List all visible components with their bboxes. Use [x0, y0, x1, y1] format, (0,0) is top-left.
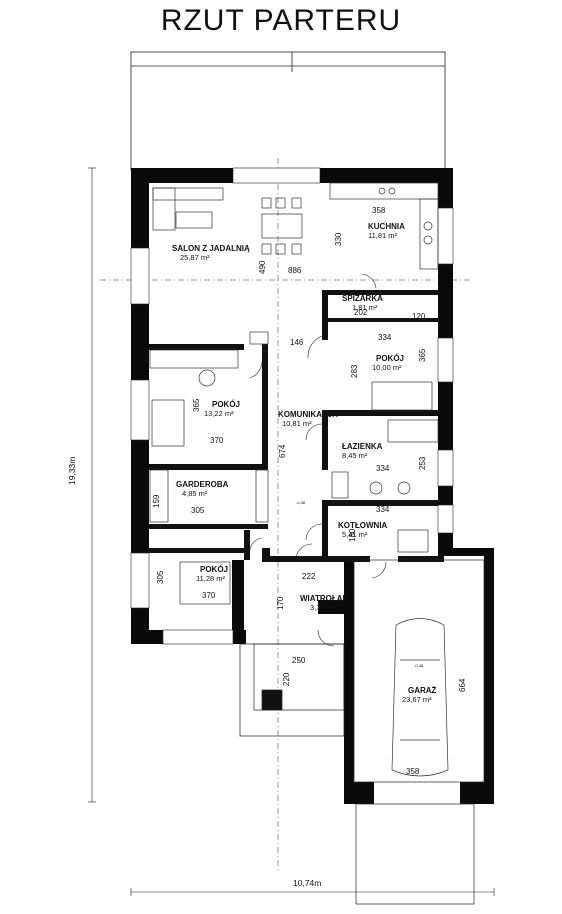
room-komunikacja: KOMUNIKACJA 10,81 m² [278, 410, 338, 428]
dim-label: 370 [210, 436, 224, 445]
windows [130, 167, 454, 645]
overall-height: 19,33m [67, 456, 77, 485]
dim-label: 330 [334, 232, 343, 246]
dim-label: 334 [378, 333, 392, 342]
dim-label: 180 [348, 528, 357, 542]
dim-label: 305 [191, 506, 205, 515]
drawing-title: RZUT PARTERU [160, 4, 402, 37]
dim-label: 370 [202, 591, 216, 600]
dim-label: 664 [458, 678, 467, 692]
doors [249, 273, 387, 647]
garage-outline [239, 559, 485, 905]
furniture [149, 182, 449, 777]
dim-label: 253 [418, 456, 427, 470]
room-kuchnia: KUCHNIA 11,81 m² [368, 222, 405, 240]
dim-label: 358 [406, 767, 420, 776]
dim-label: 365 [192, 398, 201, 412]
interior-walls [149, 290, 444, 562]
dim-label: 120 [412, 312, 426, 321]
dim-label: 334 [376, 505, 390, 514]
dim-label: 305 [156, 570, 165, 584]
room-salon: SALON Z JADALNIĄ 25,87 m² [172, 244, 250, 262]
overall-width: 10,74m [293, 878, 322, 888]
level-tag: -0,48 [412, 557, 422, 562]
room-pokoj-3: POKÓJ 11,28 m² [196, 565, 229, 583]
room-spizarka: SPIŻARKA 1,81 m² [342, 294, 383, 312]
room-kotlownia: KOTŁOWNIA 5,41 m² [338, 521, 388, 539]
dim-label: 220 [282, 672, 291, 686]
dim-label: 674 [278, 444, 287, 458]
level-tag: -0,48 [414, 663, 424, 668]
dim-label: 283 [350, 364, 359, 378]
dim-label: 490 [258, 260, 267, 274]
dim-label: 365 [418, 348, 427, 362]
dim-label: 334 [376, 464, 390, 473]
dim-label: 170 [276, 596, 285, 610]
dim-label: 886 [288, 266, 302, 275]
room-garaz: GARAŻ 23,67 m² [402, 686, 437, 704]
dim-label: 358 [372, 206, 386, 215]
dim-label: 202 [354, 308, 368, 317]
level-tag: -0,48 [296, 500, 306, 505]
room-wiatrolap: WIATROŁAP 3,77 m² [300, 594, 348, 612]
room-pokoj-2: POKÓJ 13,22 m² [204, 400, 241, 418]
room-pokoj-1: POKÓJ 10,00 m² [372, 354, 405, 372]
room-lazienka: ŁAZIENKA 8,45 m² [342, 442, 383, 460]
overall-dims [88, 167, 495, 896]
dim-label: 159 [152, 494, 161, 508]
dim-label: 146 [290, 338, 304, 347]
dim-label: 250 [292, 656, 306, 665]
room-garderoba: GARDEROBA 4,85 m² [176, 480, 229, 498]
dim-label: 222 [302, 572, 316, 581]
terrace-top [130, 51, 446, 171]
